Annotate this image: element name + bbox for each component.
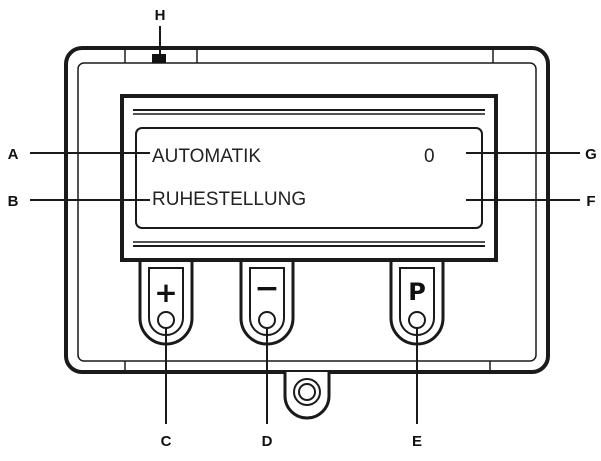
callout-c: C bbox=[161, 433, 172, 450]
plus-button-hole bbox=[157, 311, 175, 329]
callout-g: G bbox=[585, 146, 597, 163]
lcd-window bbox=[135, 127, 483, 229]
plus-button-inner bbox=[148, 267, 184, 336]
program-button-inner bbox=[399, 267, 435, 336]
callout-e: E bbox=[412, 433, 422, 450]
minus-button-inner bbox=[249, 267, 285, 336]
mounting-hole-outer bbox=[293, 378, 321, 406]
display-bezel bbox=[120, 94, 498, 262]
lcd-line1: AUTOMATIK bbox=[152, 146, 261, 167]
minus-button-hole bbox=[258, 311, 276, 329]
callout-a: A bbox=[8, 146, 19, 163]
lcd-line1-value: 0 bbox=[424, 146, 435, 167]
minus-icon: − bbox=[254, 271, 279, 306]
program-icon: P bbox=[408, 278, 426, 306]
callout-h: H bbox=[155, 7, 166, 24]
callout-d: D bbox=[262, 433, 273, 450]
program-button[interactable]: P bbox=[389, 262, 445, 346]
program-button-hole bbox=[408, 311, 426, 329]
indicator-h bbox=[152, 54, 166, 63]
plus-icon: + bbox=[154, 276, 177, 309]
housing-inner bbox=[77, 62, 537, 362]
callout-b: B bbox=[8, 193, 19, 210]
mounting-hole-inner bbox=[298, 383, 316, 401]
lcd-line2: RUHESTELLUNG bbox=[152, 189, 306, 210]
callout-f: F bbox=[586, 193, 595, 210]
